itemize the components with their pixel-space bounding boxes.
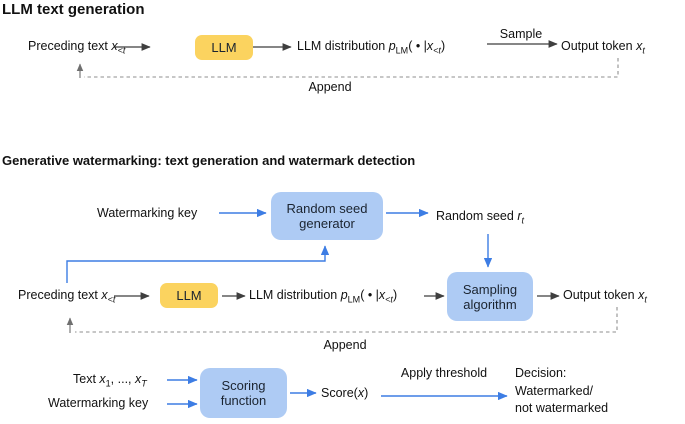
arrow-preceding-to-seed-generator — [66, 245, 330, 283]
score-label: Score(x) — [321, 386, 369, 400]
dashed-append-loop-2 — [75, 307, 618, 333]
section1-heading: LLM text generation — [2, 1, 145, 18]
sample-label: Sample — [499, 27, 543, 41]
dashed-append-loop-1 — [84, 58, 619, 78]
watermarking-key-label-1: Watermarking key — [97, 206, 198, 220]
section2-heading: Generative watermarking: text generation… — [2, 153, 416, 168]
llm-box-2: LLM — [160, 283, 218, 308]
preceding-text-label-2: Preceding text x<t — [18, 288, 116, 305]
text-tokens-label: Text x1, ..., xT — [73, 372, 147, 389]
random-seed-label: Random seed rt — [436, 209, 524, 226]
scoring-function-box: Scoring function — [200, 368, 287, 418]
llm-distribution-label-2: LLM distribution pLM( • |x<t) — [249, 288, 398, 305]
output-token-label-2: Output token xt — [563, 288, 647, 305]
apply-threshold-label: Apply threshold — [400, 366, 488, 380]
llm-distribution-label-1: LLM distribution pLM( • |x<t) — [297, 39, 446, 56]
llm-box-1: LLM — [195, 35, 253, 60]
preceding-text-label-1: Preceding text x<t — [28, 39, 126, 56]
decision-label: Decision: Watermarked/ not watermarked — [515, 366, 609, 415]
watermarking-key-label-2: Watermarking key — [48, 396, 149, 410]
output-token-label-1: Output token xt — [561, 39, 645, 56]
random-seed-generator-box: Random seed generator — [271, 192, 383, 240]
append-label-2: Append — [323, 338, 367, 352]
append-label-1: Append — [308, 80, 352, 94]
sampling-algorithm-box: Sampling algorithm — [447, 272, 533, 321]
